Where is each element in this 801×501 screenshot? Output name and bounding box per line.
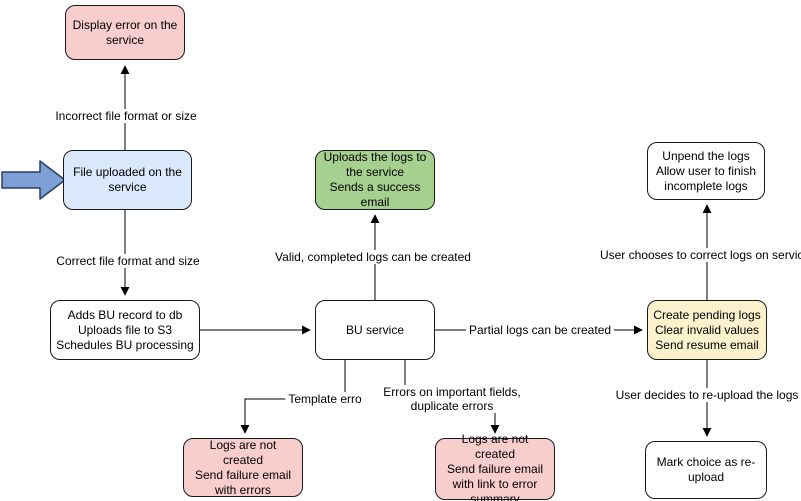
- node-text: Clear invalid values: [654, 322, 760, 337]
- edge-label-correct-file: Correct file format and size: [53, 254, 203, 268]
- node-text: Display error on the service: [72, 17, 178, 47]
- edge-label-correct-on-service: User chooses to correct logs on service: [596, 248, 801, 262]
- node-text: Adds BU record to db: [67, 307, 183, 322]
- node-text: File uploaded on the service: [73, 165, 182, 194]
- node-adds-bu-record[interactable]: Adds BU record to db Uploads file to S3 …: [50, 300, 200, 360]
- node-logs-failure-errors[interactable]: Logs are not created Send failure email …: [183, 438, 303, 497]
- node-text: Mark choice as re-upload: [656, 455, 756, 484]
- node-logs-failure-summary[interactable]: Logs are not created Send failure email …: [435, 432, 555, 501]
- node-text: Send resume email: [655, 337, 759, 352]
- node-text: Logs are not created: [209, 437, 277, 467]
- node-text: Send failure email with errors: [194, 467, 292, 497]
- node-text: BU service: [345, 322, 404, 337]
- node-text: Uploads file to S3: [77, 322, 173, 337]
- node-text: Sends a success email: [329, 180, 421, 209]
- edge-label-important-fields: Errors on important fields, duplicate er…: [361, 385, 543, 413]
- node-text: Logs are not created: [461, 431, 529, 461]
- node-text: Send failure email with link to error su…: [446, 461, 544, 501]
- node-file-uploaded[interactable]: File uploaded on the service: [63, 150, 192, 210]
- node-text: Uploads the logs to the service: [323, 150, 427, 179]
- node-text: Unpend the logs: [662, 148, 750, 163]
- node-display-error[interactable]: Display error on the service: [65, 5, 185, 60]
- edge-label-valid-logs: Valid, completed logs can be created: [272, 250, 474, 264]
- node-text: Schedules BU processing: [56, 337, 194, 352]
- node-bu-service[interactable]: BU service: [315, 300, 435, 360]
- node-unpend-logs[interactable]: Unpend the logs Allow user to finish inc…: [647, 142, 765, 200]
- edge-label-template-errors: Template errors: [285, 392, 375, 406]
- node-text: Create pending logs: [653, 307, 761, 322]
- node-text: Allow user to finish incomplete logs: [655, 163, 757, 193]
- edge-label-partial-logs: Partial logs can be created: [465, 323, 615, 337]
- edge-label-reupload: User decides to re-upload the logs: [612, 388, 801, 402]
- node-mark-choice-reupload[interactable]: Mark choice as re-upload: [645, 441, 767, 499]
- entry-arrow-icon: [1, 160, 66, 200]
- edge-label-incorrect-file: Incorrect file format or size: [52, 109, 200, 123]
- node-uploads-logs[interactable]: Uploads the logs to the service Sends a …: [315, 150, 435, 210]
- node-create-pending-logs[interactable]: Create pending logs Clear invalid values…: [647, 300, 767, 360]
